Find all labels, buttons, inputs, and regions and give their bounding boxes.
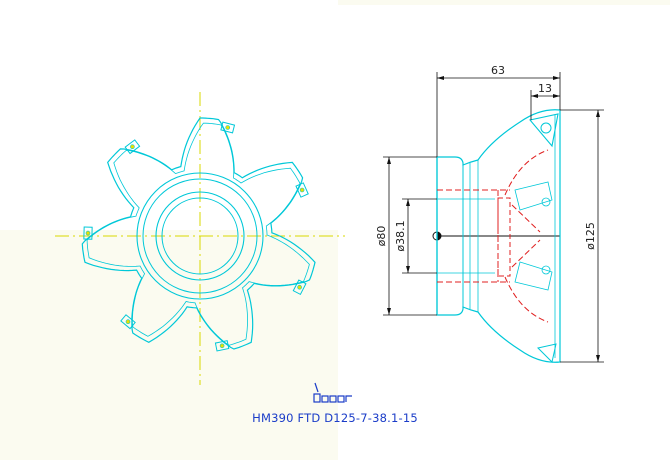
hub-outer-circle [136, 172, 264, 300]
arrow-13-right [553, 94, 560, 98]
front-view [55, 92, 345, 385]
dimension-arrowheads [387, 76, 600, 362]
arrow-63-left [437, 76, 444, 80]
sheet-panel-top-left [0, 0, 338, 230]
dim-80-label: ø80 [375, 226, 388, 247]
axis-origin-marker-fill [437, 232, 441, 240]
top-insert-outline [528, 113, 559, 148]
logo-block-4 [337, 395, 345, 403]
arrow-80-bottom [387, 308, 391, 315]
insert-pocket [214, 340, 230, 352]
dim-13-label: 13 [538, 82, 552, 95]
insert-pocket [120, 314, 136, 330]
logo-tick [314, 382, 319, 393]
bottom-insert-outline [537, 343, 557, 363]
drawing-caption: HM390 FTD D125-7-38.1-15 [252, 411, 418, 425]
side-view: 63 13 ø125 ø80 ø38.1 [375, 64, 604, 363]
logo-block-3 [329, 395, 337, 403]
insert-screw [225, 125, 230, 130]
insert-screw [297, 284, 302, 290]
insert-screw [299, 187, 305, 193]
section-curve-upper [504, 149, 549, 196]
insert-pocket [295, 182, 309, 198]
arrow-125-top [596, 110, 600, 117]
arrow-63-right [553, 76, 560, 80]
insert-screw [130, 144, 135, 149]
arrow-38-top [406, 199, 410, 206]
arrow-13-left [531, 94, 538, 98]
hub-face-circle [142, 178, 258, 294]
insert-screw [85, 230, 91, 236]
section-hidden-lines [437, 149, 549, 323]
bore-circle [161, 197, 239, 275]
logo-block-5 [345, 395, 352, 402]
coolant-channel-upper [514, 181, 553, 211]
arrow-80-top [387, 157, 391, 164]
cutter-body-outline [81, 117, 316, 350]
top-insert-screw [540, 122, 552, 134]
section-curve-lower [504, 276, 549, 323]
insert-pocket [220, 121, 236, 134]
insert-pocket [83, 226, 93, 240]
arrow-125-bottom [596, 355, 600, 362]
insert-pockets [83, 121, 309, 352]
insert-pocket [124, 139, 141, 155]
dim-63-label: 63 [491, 64, 505, 77]
cutter-body-inner-outline [86, 122, 310, 346]
insert-pocket [292, 279, 307, 296]
insert-screw [125, 319, 131, 325]
arrow-38-bottom [406, 266, 410, 273]
sheet-panel-right [338, 5, 670, 460]
logo-block-1 [313, 393, 321, 403]
coolant-channel-lower [514, 261, 553, 291]
dimension-lines [383, 72, 604, 363]
dim-38-label: ø38.1 [394, 220, 407, 251]
coolant-hole-lower [541, 265, 551, 275]
logo-block-2 [321, 395, 329, 403]
iscar-logo [313, 382, 352, 403]
coolant-hole-upper [541, 197, 551, 207]
section-diagonal-lower [511, 239, 541, 268]
insert-screw [219, 343, 225, 349]
dim-125-label: ø125 [584, 222, 597, 250]
bore-outer-circle [155, 191, 245, 281]
section-diagonal-upper [511, 204, 541, 233]
sheet-panel-bottom-left [0, 230, 338, 460]
